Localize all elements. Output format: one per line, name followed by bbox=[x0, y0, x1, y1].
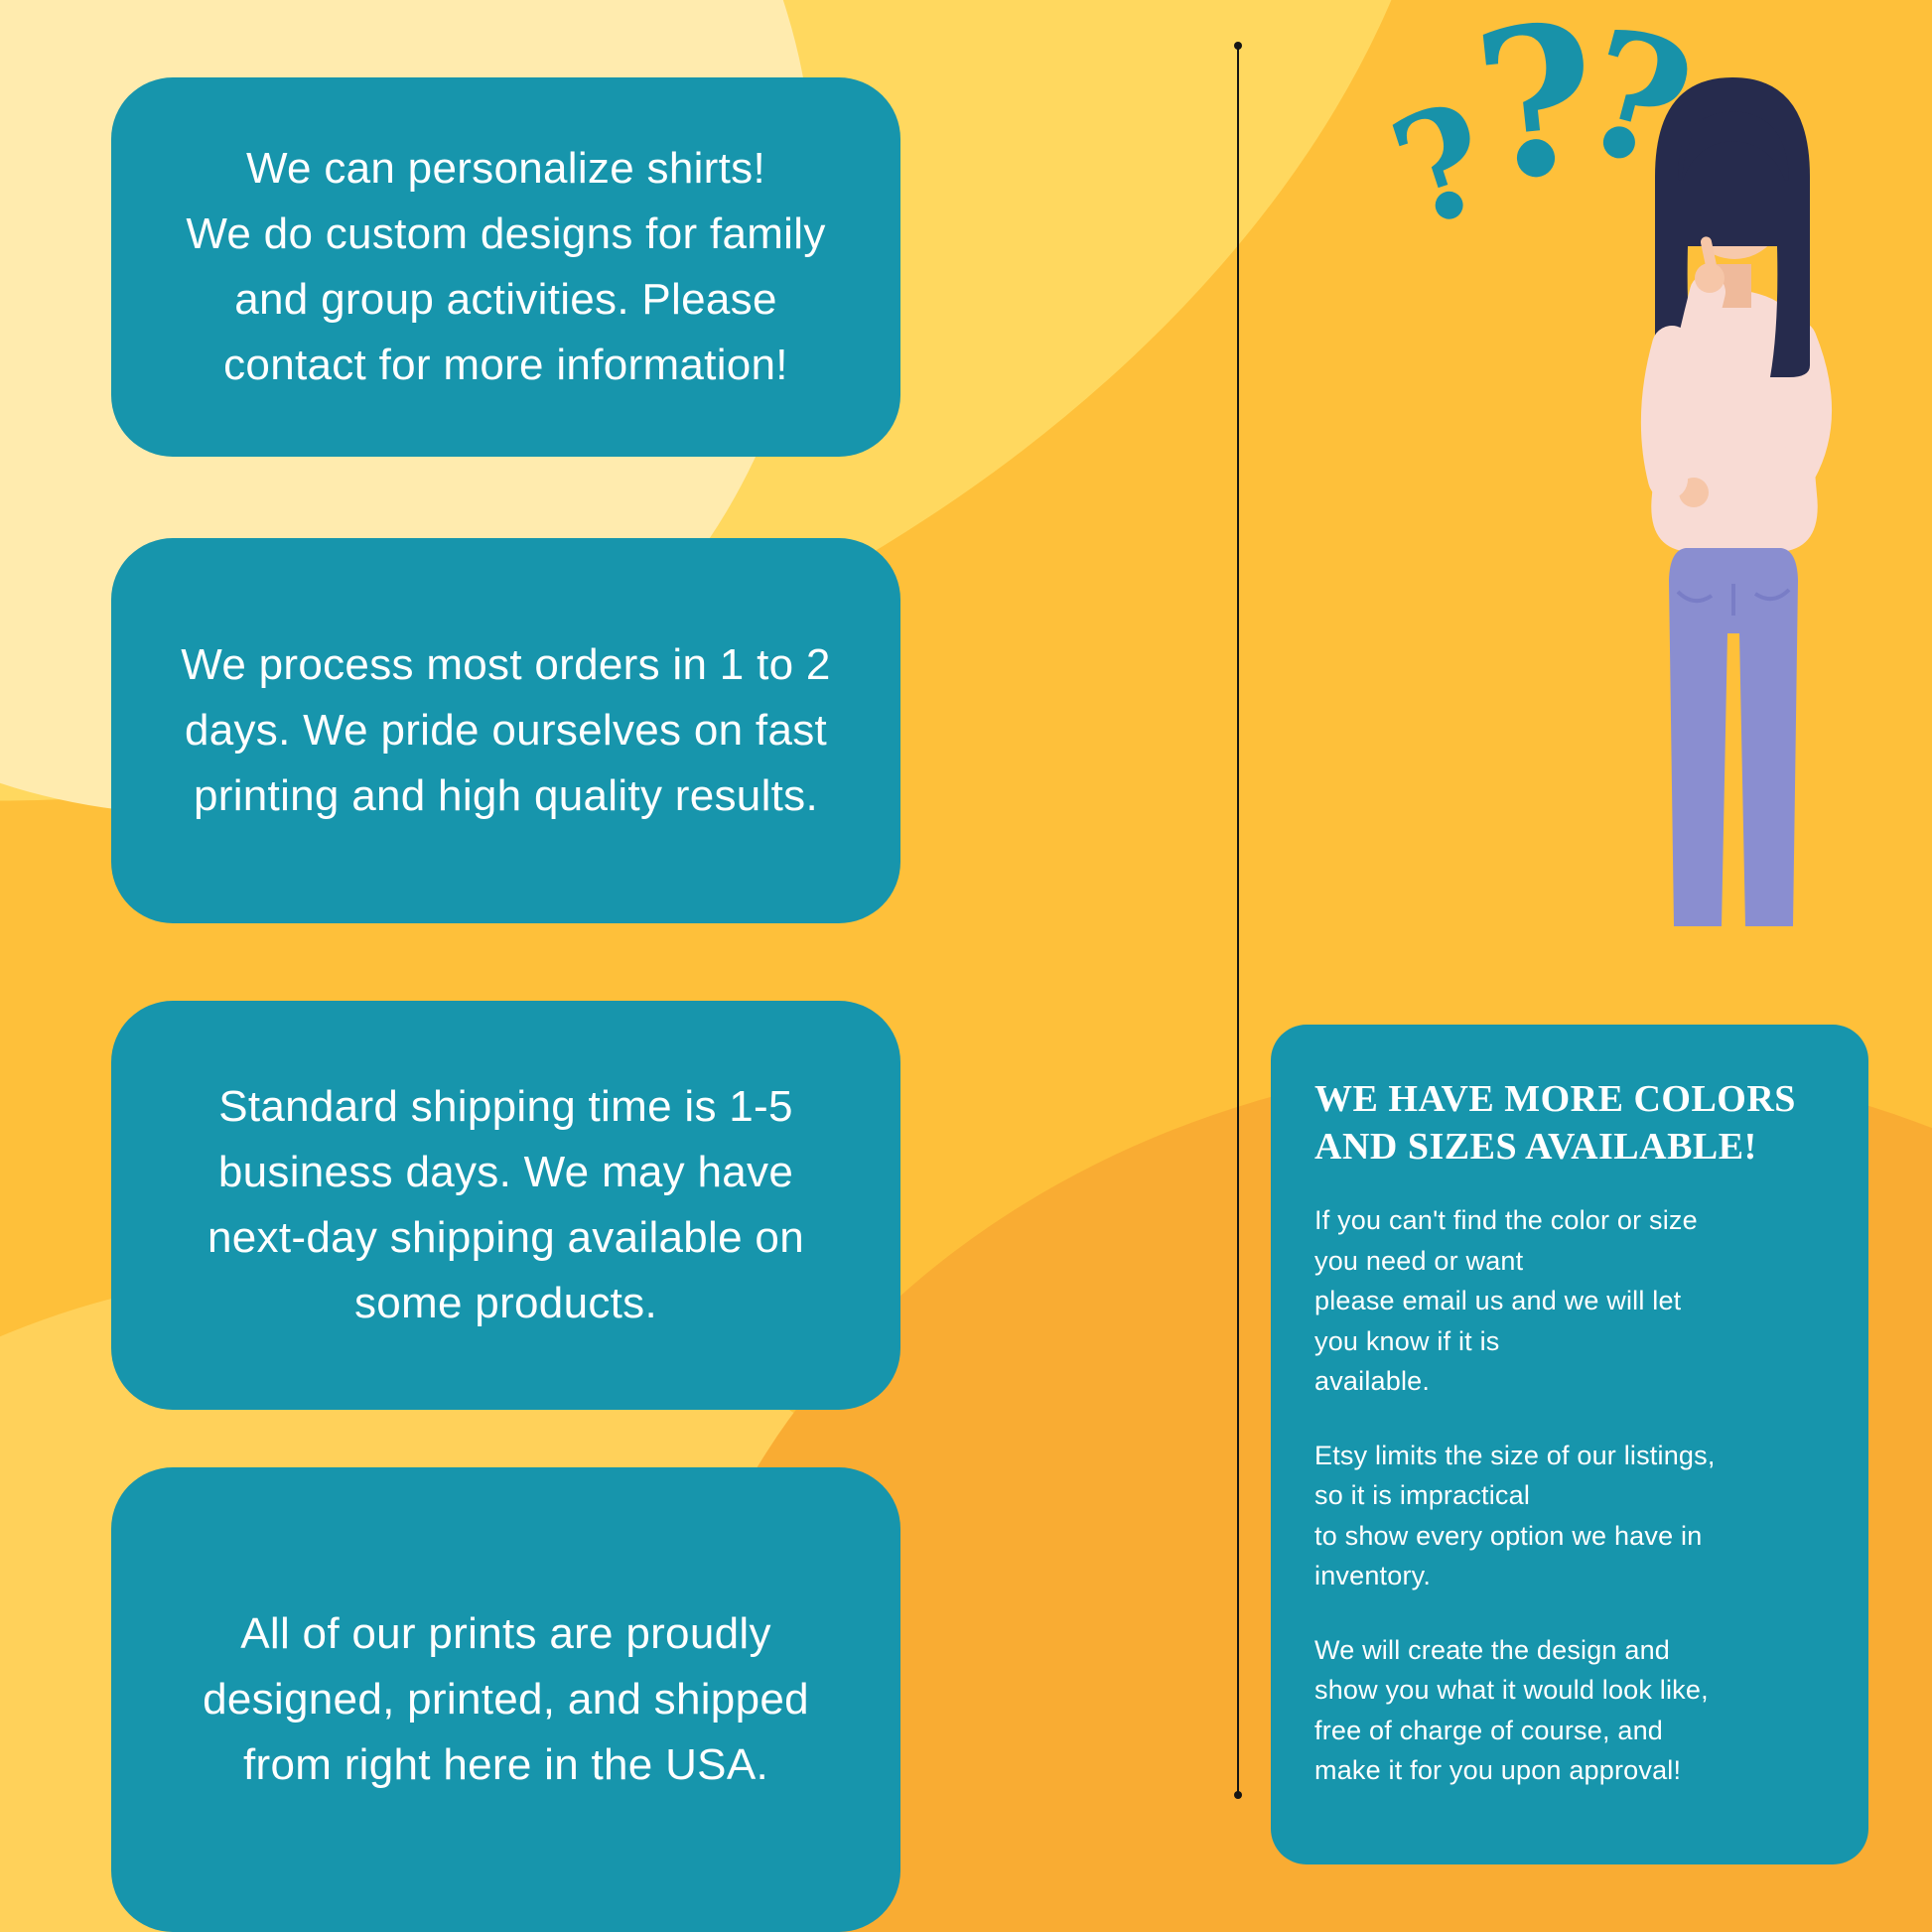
info-bubble-text: All of our prints are proudly designed, … bbox=[203, 1609, 809, 1789]
info-bubble-text: We can personalize shirts! We do custom … bbox=[186, 144, 826, 389]
info-bubble-processing: We process most orders in 1 to 2 days. W… bbox=[111, 538, 900, 923]
card-paragraph: Etsy limits the size of our listings, so… bbox=[1314, 1440, 1716, 1591]
info-bubble-text: Standard shipping time is 1-5 business d… bbox=[207, 1082, 804, 1327]
info-bubble-personalization: We can personalize shirts! We do custom … bbox=[111, 77, 900, 457]
divider-line bbox=[1234, 42, 1242, 1799]
thinking-woman-illustration bbox=[1640, 77, 1832, 926]
info-bubble-shipping: Standard shipping time is 1-5 business d… bbox=[111, 1001, 900, 1410]
card-paragraph: If you can't find the color or size you … bbox=[1314, 1205, 1698, 1396]
info-bubble-made-in-usa: All of our prints are proudly designed, … bbox=[111, 1467, 900, 1932]
card-paragraph: We will create the design and show you w… bbox=[1314, 1634, 1709, 1786]
info-bubble-text: We process most orders in 1 to 2 days. W… bbox=[181, 640, 831, 820]
more-colors-card: WE HAVE MORE COLORS AND SIZES AVAILABLE!… bbox=[1271, 1025, 1868, 1864]
card-title: WE HAVE MORE COLORS AND SIZES AVAILABLE! bbox=[1314, 1078, 1796, 1168]
